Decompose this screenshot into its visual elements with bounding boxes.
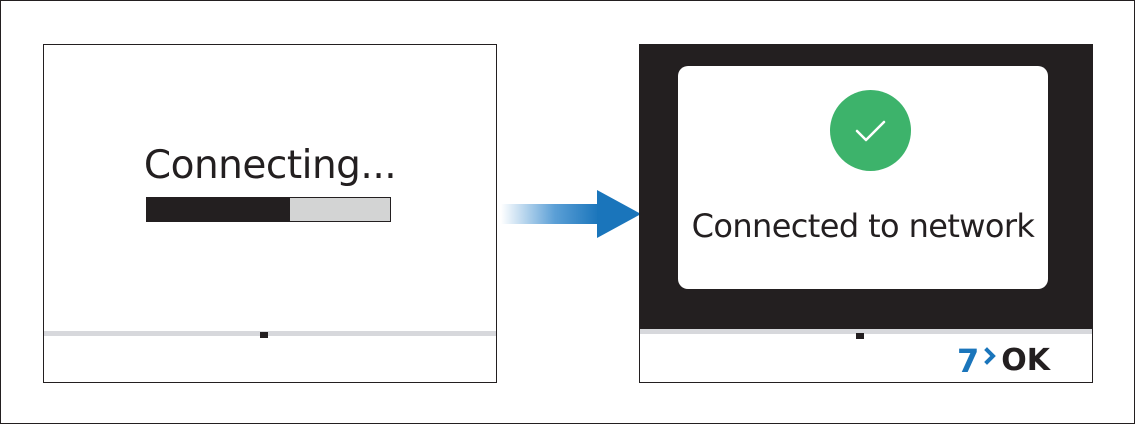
ok-softkey[interactable]: 7 OK: [957, 343, 1050, 379]
position-indicator: [856, 333, 864, 339]
ok-label: OK: [1001, 343, 1050, 378]
check-icon: [855, 120, 886, 142]
connected-screen: Connected to network 7 OK: [639, 44, 1093, 383]
connected-message: Connected to network: [691, 207, 1035, 245]
chevron-right-icon: [984, 347, 997, 365]
success-badge: [830, 90, 911, 171]
connection-progress-bar: [146, 197, 391, 222]
softkey-area: [640, 334, 1092, 382]
arrow-right-icon: [501, 190, 641, 238]
connecting-screen: Connecting...: [43, 44, 497, 383]
progress-fill: [147, 198, 291, 221]
connected-dialog: Connected to network: [678, 66, 1048, 289]
position-indicator: [260, 332, 268, 338]
connecting-status-text: Connecting...: [143, 143, 397, 188]
softkey-number: 7: [956, 342, 980, 380]
screen-bottom-bar: [640, 329, 1092, 334]
screen-bottom-bar: [44, 331, 496, 336]
